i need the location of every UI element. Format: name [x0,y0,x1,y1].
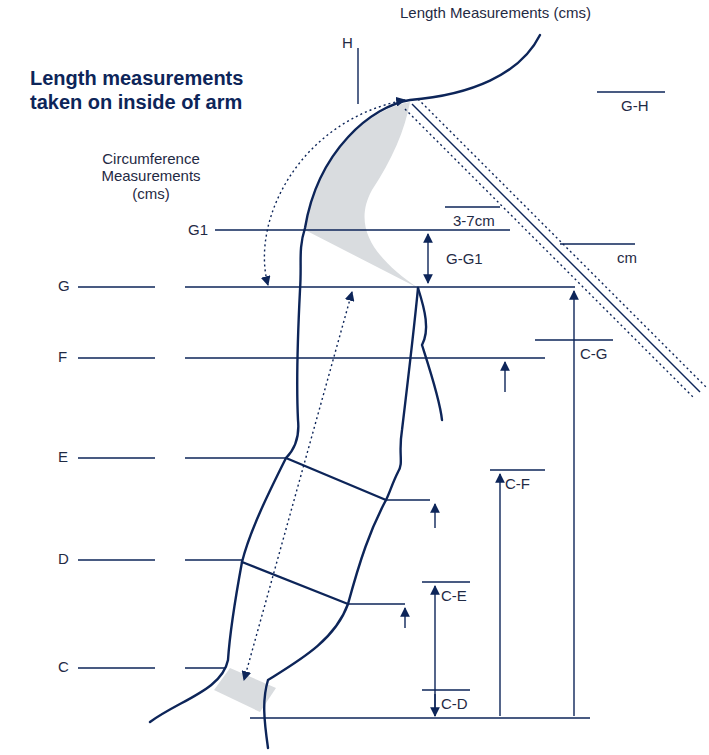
point-letter: H [342,34,353,51]
point-letter: G1 [188,221,208,238]
length-code: C-E [441,587,467,604]
length-code: C-F [505,475,530,492]
point-letter: D [58,550,69,567]
diagram-title: Length measurements taken on inside of a… [30,66,295,114]
length-code: C-G [580,345,608,362]
length-code: C-D [441,695,468,712]
point-letter: C [58,658,69,675]
point-letter: F [58,348,67,365]
dimension: 3-7cm [453,212,495,229]
unit: cm [617,249,637,266]
length-code: G-G1 [446,250,483,267]
length-code: G-H [621,97,649,114]
point-letter: E [58,448,68,465]
axis-title: Length Measurements (cms) [400,4,591,21]
axis-title: Circumference Measurements (cms) [92,150,210,202]
point-letter: G [58,277,70,294]
